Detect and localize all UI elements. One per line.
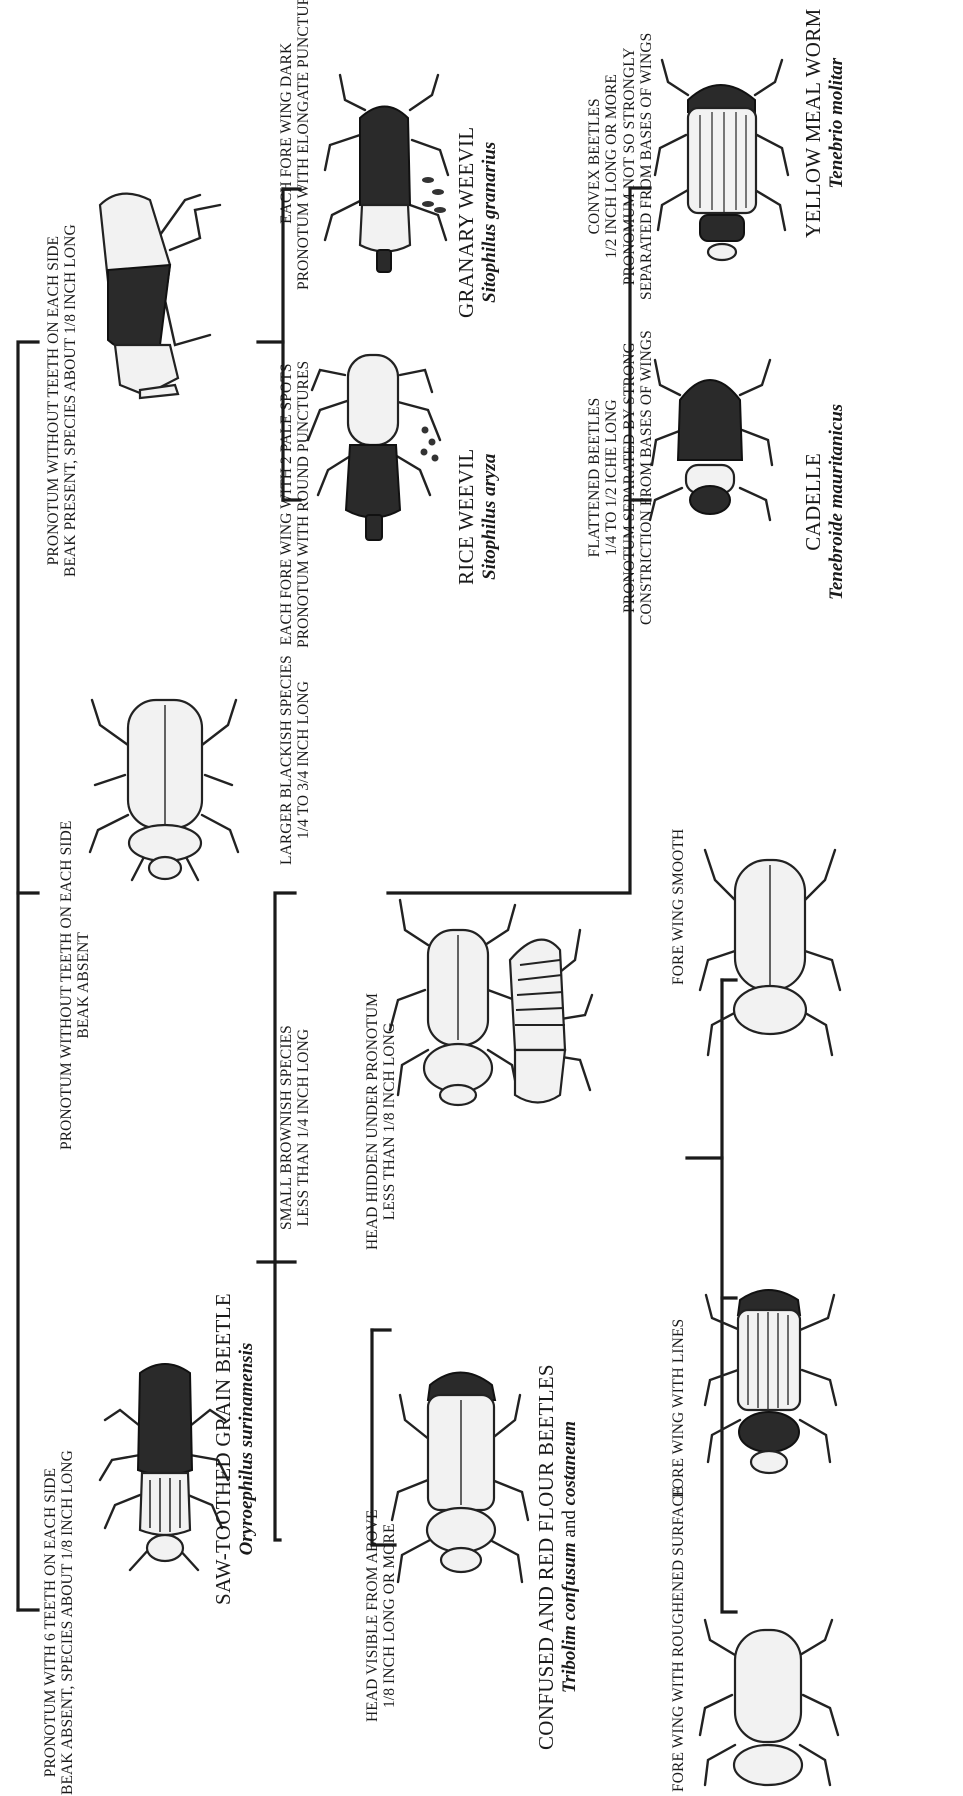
- meal-worm-label: YELLOW MEAL WORM Tenebrio molitar: [802, 8, 847, 238]
- couplet-line: LESS THAN 1/4 INCH LONG: [295, 1025, 312, 1230]
- cadelle-illustration: [650, 360, 772, 520]
- couplet-flattened: FLATTENED BEETLES 1/4 TO 1/2 ICHE LONG P…: [586, 330, 655, 625]
- couplet-line: 1/2 INCH LONG OR MORE: [603, 33, 620, 300]
- common-name: CONFUSED AND RED FLOUR BEETLES: [535, 1364, 559, 1750]
- couplet-line: PRONOMUM NOT SO STRONGLY: [621, 33, 638, 300]
- couplet-line: EACH FORE WING DARK: [278, 0, 295, 290]
- couplet-line: PRONOTUM WITHOUT TEETH ON EACH SIDE: [45, 224, 62, 577]
- couplet-line: BEAK ABSENT, SPECIES ABOUT 1/8 INCH LONG: [59, 1450, 76, 1795]
- common-name: YELLOW MEAL WORM: [802, 8, 826, 238]
- couplet-rice-weevil: EACH FORE WING WITH 2 PALE SPOTS PRONOTU…: [278, 361, 313, 648]
- saw-toothed-label: SAW-TOOTHED GRAIN BEETLE Oryroephilus su…: [212, 1293, 257, 1605]
- couplet-line: CONVEX BEETLES: [586, 33, 603, 300]
- flour-beetle-top-view-illustration: [390, 900, 522, 1105]
- couplet-line: LARGER BLACKISH SPECIES: [278, 655, 295, 865]
- scientific-name-b: costaneum: [559, 1421, 580, 1505]
- couplet-no-teeth-no-beak: PRONOTUM WITHOUT TEETH ON EACH SIDE BEAK…: [58, 821, 93, 1150]
- couplet-line: FORE WING WITH ROUGHENED SURFACE: [670, 1487, 687, 1792]
- couplet-line: FLATTENED BEETLES: [586, 330, 603, 625]
- couplet-smooth: FORE WING SMOOTH: [670, 829, 687, 985]
- common-name: GRANARY WEEVIL: [455, 127, 479, 318]
- couplet-line: SEPARATED FROM BASES OF WINGS: [638, 33, 655, 300]
- couplet-line: EACH FORE WING WITH 2 PALE SPOTS: [278, 361, 295, 648]
- scientific-name: Oryroephilus surinamensis: [236, 1293, 257, 1605]
- scientific-name: Tenebrio molitar: [826, 8, 847, 238]
- common-name: RICE WEEVIL: [455, 449, 479, 585]
- couplet-lines: FORE WING WITH LINES: [670, 1319, 687, 1498]
- granary-weevil-illustration: [325, 75, 448, 272]
- couplet-line: PRONOTUM SEPARATED BY STRONG: [621, 330, 638, 625]
- scientific-connector: and: [559, 1510, 580, 1537]
- couplet-line: 1/8 INCH LONG OR MORE: [381, 1509, 398, 1722]
- granary-weevil-label: GRANARY WEEVIL Sitophilus granarius: [455, 127, 500, 318]
- couplet-head-hidden: HEAD HIDDEN UNDER PRONOTUM LESS THAN 1/8…: [364, 993, 399, 1250]
- cadelle-label: CADELLE Tenebroide mauritanicus: [802, 404, 847, 600]
- scientific-name: Sitophilus aryza: [479, 449, 500, 585]
- couplet-line: LESS THAN 1/8 INCH LONG: [381, 993, 398, 1250]
- saw-toothed-grain-beetle-illustration: [100, 1364, 228, 1570]
- couplet-line: BEAK ABSENT: [75, 821, 92, 1150]
- common-name: SAW-TOOTHED GRAIN BEETLE: [212, 1293, 236, 1605]
- scientific-name: Sitophilus granarius: [479, 127, 500, 318]
- flour-beetles-label: CONFUSED AND RED FLOUR BEETLES Tribolim …: [535, 1364, 580, 1750]
- couplet-line: BEAK PRESENT, SPECIES ABOUT 1/8 INCH LON…: [62, 224, 79, 577]
- couplet-larger-blackish: LARGER BLACKISH SPECIES 1/4 TO 3/4 INCH …: [278, 655, 313, 865]
- couplet-line: 1/4 TO 3/4 INCH LONG: [295, 655, 312, 865]
- couplet-line: PRONOTUM WITH ROUND PUNCTURES: [295, 361, 312, 648]
- couplet-line: FORE WING SMOOTH: [670, 829, 687, 985]
- scientific-name: Tenebroide mauritanicus: [826, 404, 847, 600]
- couplet-saw-toothed: PRONOTUM WITH 6 TEETH ON EACH SIDE BEAK …: [42, 1450, 77, 1795]
- rice-weevil-illustration: [308, 355, 440, 540]
- couplet-line: PRONOTUM WITH ELONGATE PUNCTURES: [295, 0, 312, 290]
- couplet-granary-weevil: EACH FORE WING DARK PRONOTUM WITH ELONGA…: [278, 0, 313, 290]
- couplet-line: CONSTRICTION FROM BASES OF WINGS: [638, 330, 655, 625]
- common-name: CADELLE: [802, 404, 826, 600]
- couplet-line: HEAD VISIBLE FROM ABOVE: [364, 1509, 381, 1722]
- couplet-small-brownish: SMALL BROWNISH SPECIES LESS THAN 1/4 INC…: [278, 1025, 313, 1230]
- scientific-name: Tribolim confusum and costaneum: [559, 1364, 580, 1750]
- weevil-side-view-illustration: [100, 194, 220, 398]
- roughened-wing-beetle-illustration: [700, 1620, 838, 1785]
- couplet-line: FORE WING WITH LINES: [670, 1319, 687, 1498]
- flour-beetle-side-view-illustration: [510, 930, 592, 1103]
- rice-weevil-label: RICE WEEVIL Sitophilus aryza: [455, 449, 500, 585]
- couplet-convex: CONVEX BEETLES 1/2 INCH LONG OR MORE PRO…: [586, 33, 655, 300]
- couplet-no-teeth-beak: PRONOTUM WITHOUT TEETH ON EACH SIDE BEAK…: [45, 224, 80, 577]
- couplet-line: HEAD HIDDEN UNDER PRONOTUM: [364, 993, 381, 1250]
- head-visible-beetle-illustration: [392, 1373, 528, 1583]
- scientific-name-a: Tribolim confusum: [559, 1542, 580, 1693]
- couplet-line: PRONOTUM WITH 6 TEETH ON EACH SIDE: [42, 1450, 59, 1795]
- couplet-head-visible: HEAD VISIBLE FROM ABOVE 1/8 INCH LONG OR…: [364, 1509, 399, 1722]
- couplet-line: PRONOTUM WITHOUT TEETH ON EACH SIDE: [58, 821, 75, 1150]
- flat-grain-beetle-illustration: [90, 700, 238, 880]
- couplet-line: SMALL BROWNISH SPECIES: [278, 1025, 295, 1230]
- lined-wing-beetle-illustration: [705, 1290, 836, 1473]
- couplet-line: 1/4 TO 1/2 ICHE LONG: [603, 330, 620, 625]
- couplet-roughened: FORE WING WITH ROUGHENED SURFACE: [670, 1487, 687, 1792]
- yellow-meal-worm-illustration: [655, 60, 788, 260]
